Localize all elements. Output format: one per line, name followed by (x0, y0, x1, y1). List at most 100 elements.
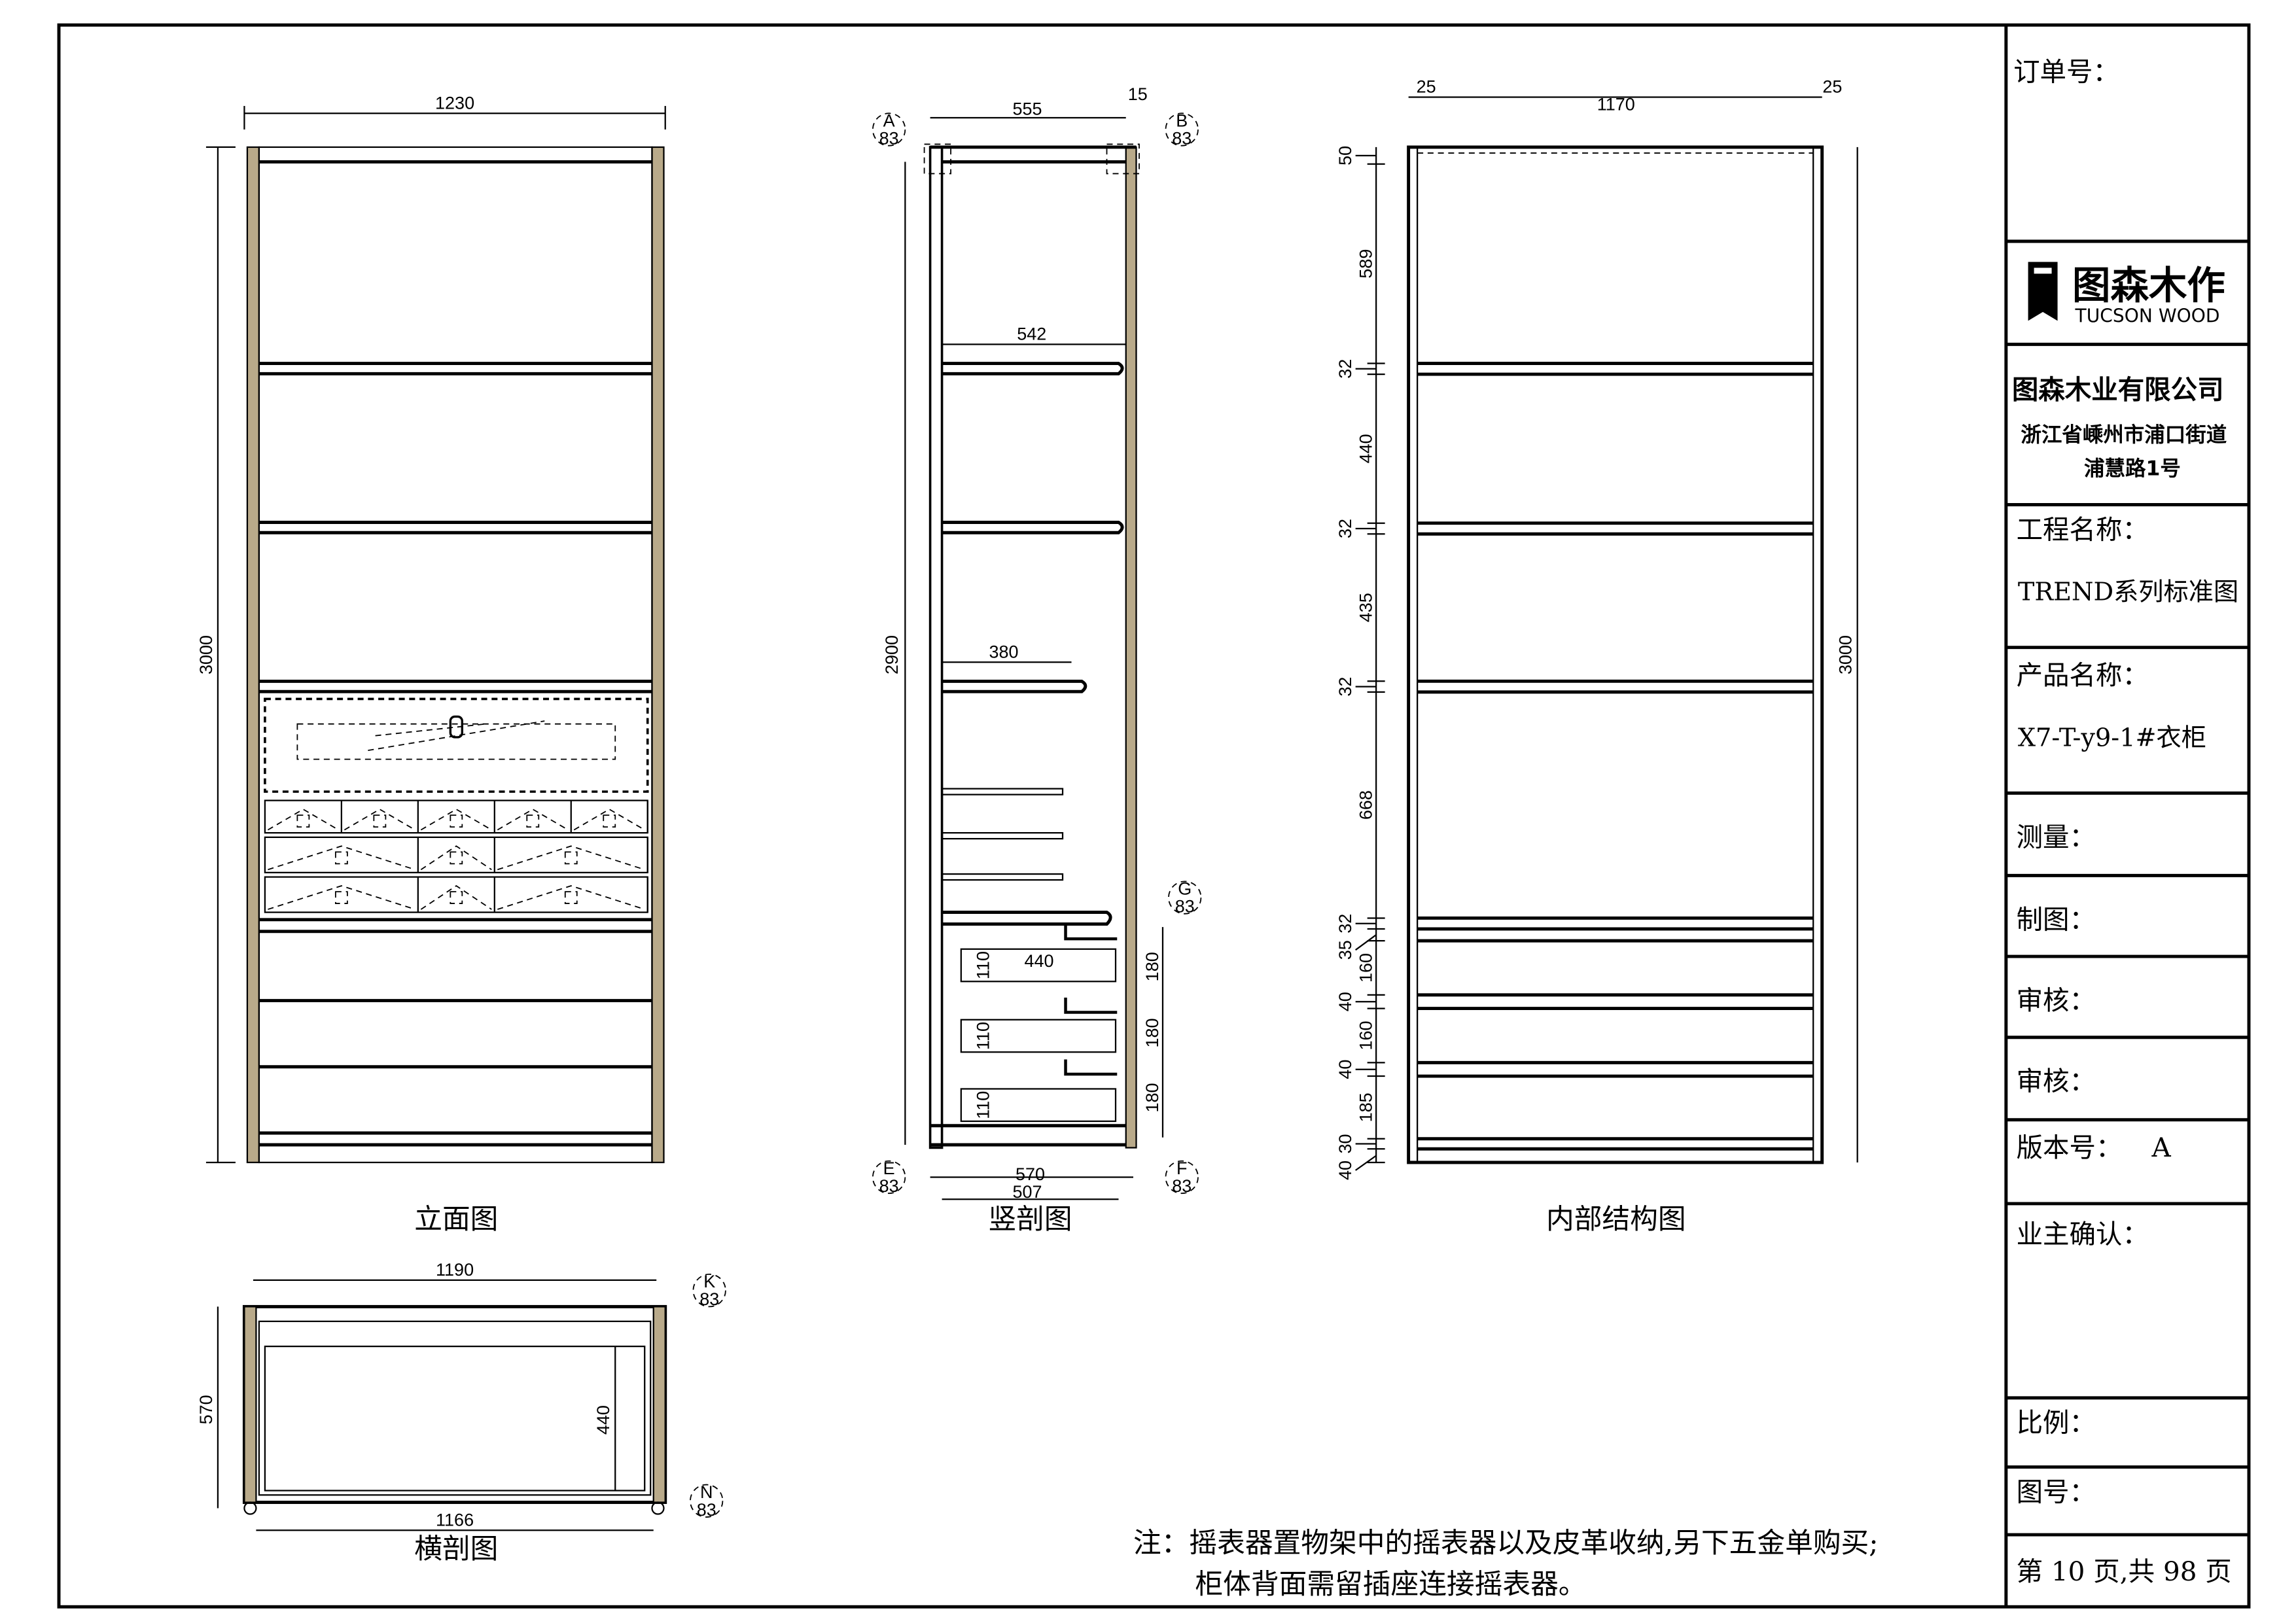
watch-winder-icon (420, 845, 492, 871)
left-side-panel (246, 146, 260, 1164)
elevation-view: 1230 3000 立面图 (196, 93, 666, 1236)
internal-chain-dim: 40 (1335, 1161, 1355, 1180)
internal-chain-dim: 32 (1335, 914, 1355, 934)
watch-winder-icon (497, 809, 569, 831)
review1-label: 审核： (2017, 985, 2096, 1016)
watch-winder-icon (573, 809, 645, 831)
address-line1: 浙江省嵊州市浦口街道 (2021, 423, 2227, 447)
internal-chain-dim: 160 (1356, 1021, 1375, 1050)
svg-text:N: N (700, 1482, 713, 1502)
elevation-title: 立面图 (414, 1203, 498, 1236)
plan-inner-width-dim: 1166 (436, 1510, 474, 1530)
internal-chain-dim: 32 (1335, 519, 1355, 538)
watch-winder-icon (420, 809, 492, 831)
internal-chain-dim: 32 (1335, 359, 1355, 379)
version-label: 版本号： (2017, 1132, 2123, 1163)
note-line2: 柜体背面需留插座连接摇表器。 (1195, 1568, 1586, 1601)
section-depth-dim: 555 (1013, 99, 1042, 118)
callout-n: N83 (690, 1482, 724, 1520)
watch-winder-icon (344, 809, 415, 831)
callout-k: K83 (692, 1272, 726, 1309)
svg-text:83: 83 (879, 128, 899, 148)
watch-winder-grid (264, 799, 648, 913)
company-name: 图森木业有限公司 (2012, 374, 2224, 406)
internal-chain-dim: 32 (1335, 677, 1355, 697)
back-panel (1125, 146, 1137, 1149)
callout-f: F83 (1165, 1159, 1199, 1196)
watch-winder-icon (497, 885, 645, 910)
dim-leader (1355, 1155, 1377, 1171)
callout-b: B83 (1165, 111, 1199, 148)
version-value: A (2151, 1132, 2172, 1163)
elevation-height-dim: 3000 (196, 635, 216, 674)
callout-a: A83 (872, 111, 906, 148)
drawer-pitch-dim: 180 (1142, 952, 1162, 981)
section-tray-dim: 380 (989, 642, 1019, 661)
project-label: 工程名称： (2017, 514, 2149, 545)
section-back-dim: 15 (1128, 84, 1148, 104)
internal-chain-dim: 589 (1356, 249, 1375, 279)
section-view: 555 15 542 2900 380 440 110 110 110 180 … (872, 84, 1202, 1236)
logo-mark-icon (2028, 262, 2058, 321)
page-info: 第 10 页,共 98 页 (2017, 1556, 2232, 1587)
svg-text:F: F (1176, 1159, 1187, 1178)
elevation-width-dim: 1230 (435, 93, 474, 113)
sheet-border (57, 23, 2251, 1609)
section-title: 竖剖图 (988, 1203, 1072, 1236)
internal-chain-dim: 30 (1335, 1134, 1355, 1154)
section-drawer-depth-dim: 440 (1025, 951, 1054, 971)
order-no-label: 订单号： (2013, 56, 2119, 88)
logo-cn: 图森木作 (2072, 264, 2225, 308)
plan-depth-dim: 570 (196, 1395, 216, 1424)
owner-confirm-label: 业主确认： (2017, 1219, 2149, 1250)
logo-en: TUCSON WOOD (2075, 305, 2220, 327)
review2-label: 审核： (2017, 1066, 2096, 1097)
title-block: 订单号： 图森木作 TUCSON WOOD 图森木业有限公司 浙江省嵊州市浦口街… (2005, 56, 2249, 1587)
tucson-logo: 图森木作 TUCSON WOOD (2028, 262, 2225, 327)
svg-text:E: E (883, 1159, 895, 1178)
svg-text:83: 83 (699, 1289, 719, 1309)
plan-title: 横剖图 (414, 1533, 498, 1565)
callout-g: G83 (1168, 879, 1202, 916)
internal-title: 内部结构图 (1546, 1203, 1686, 1236)
dim-leader (1354, 934, 1377, 951)
svg-text:A: A (883, 111, 895, 130)
svg-text:83: 83 (697, 1500, 716, 1520)
svg-text:B: B (1176, 111, 1188, 130)
inner-width-dim: 1170 (1597, 95, 1635, 114)
plan-inner-depth-dim: 440 (593, 1405, 613, 1435)
watch-winder-icon (449, 715, 464, 739)
note-line1: 注：摇表器置物架中的摇表器以及皮革收纳,另下五金单购买; (1133, 1527, 1879, 1560)
internal-chain-dim: 160 (1356, 953, 1375, 983)
drawer-height-dim: 110 (974, 1022, 993, 1050)
drawer-pitch-dim: 180 (1142, 1019, 1162, 1048)
internal-chain-dim: 185 (1356, 1092, 1375, 1122)
watch-winder-icon (420, 885, 492, 910)
svg-text:G: G (1178, 879, 1192, 899)
drawer-height-dim: 110 (974, 951, 993, 979)
svg-text:83: 83 (1175, 897, 1195, 916)
internal-chain-dim: 35 (1335, 940, 1355, 960)
svg-text:K: K (703, 1272, 715, 1291)
drawer-height-dim: 110 (974, 1091, 993, 1119)
right-side-dim: 25 (1822, 77, 1842, 97)
watch-winder-icon (497, 845, 645, 871)
section-shelf-dim: 542 (1017, 324, 1046, 344)
internal-structure-view: 5058932440324353266832351604016040185304… (1335, 77, 1858, 1236)
callout-e: E83 (872, 1159, 906, 1196)
internal-chain-dim: 668 (1356, 790, 1375, 820)
plan-width-dim: 1190 (436, 1260, 474, 1280)
measure-label: 测量： (2017, 821, 2096, 852)
product-label: 产品名称： (2017, 659, 2149, 691)
internal-chain-dim: 435 (1356, 593, 1375, 622)
address-line2: 浦慧路1号 (2084, 457, 2181, 481)
internal-chain-dim: 440 (1356, 434, 1375, 463)
section-total-depth-dim: 570 (1016, 1164, 1045, 1184)
svg-text:83: 83 (879, 1176, 899, 1196)
section-inner-depth-dim: 507 (1013, 1182, 1042, 1202)
draw-label: 制图： (2017, 903, 2096, 935)
internal-chain-dim: 40 (1335, 992, 1355, 1011)
product-value: X7-T-y9-1#衣柜 (2018, 724, 2206, 752)
watch-winder-icon (267, 809, 339, 831)
